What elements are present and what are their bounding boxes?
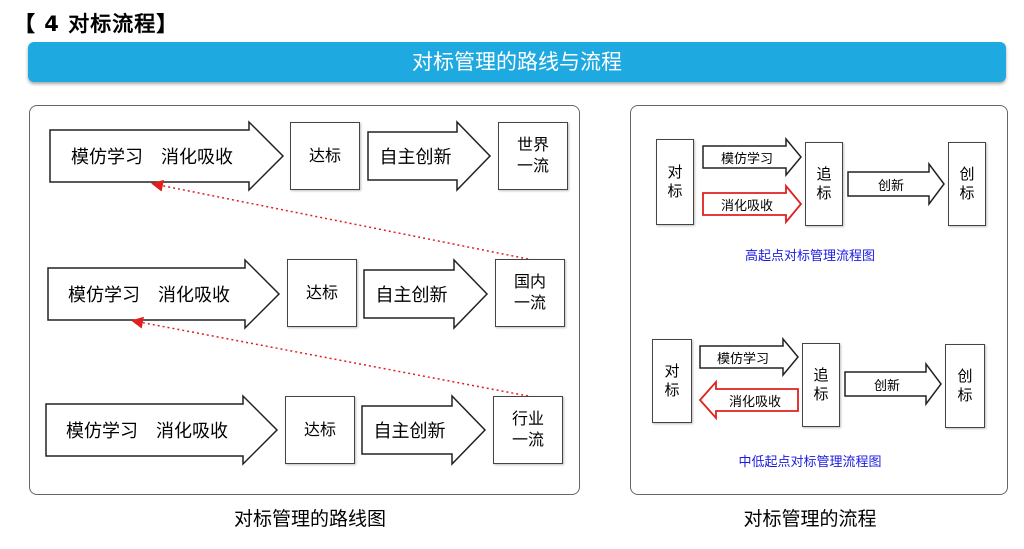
roadmap-row-2-level-line1: 国内	[513, 272, 546, 292]
roadmap-row-2-level-box: 国内 一流	[495, 259, 565, 327]
high-create-char1: 创	[959, 164, 975, 183]
high-arrow-innovate	[847, 161, 945, 207]
dotted-arrow-lower	[131, 316, 529, 397]
high-benchmark-char2: 标	[667, 182, 683, 200]
low-catchup-box: 追 标	[802, 343, 840, 427]
roadmap-row-1-level-line2: 一流	[516, 156, 549, 175]
roadmap-row-1-level-box: 世界 一流	[498, 122, 568, 190]
roadmap-row-2-standard-box: 达标	[287, 259, 357, 327]
low-arrow-learn	[699, 336, 799, 378]
roadmap-row-1-arrow-innovate	[367, 120, 492, 192]
low-benchmark-char2: 标	[664, 381, 680, 399]
high-catchup-box: 追 标	[805, 142, 843, 226]
high-arrow-digest	[702, 183, 803, 225]
roadmap-row-3-arrow-learn	[45, 394, 279, 466]
roadmap-row-1-level-line1: 世界	[516, 135, 549, 155]
roadmap-row-3-level-box: 行业 一流	[493, 396, 563, 464]
high-benchmark-char1: 对	[667, 162, 683, 181]
low-create-char2: 标	[957, 386, 973, 404]
roadmap-row-2-level-line2: 一流	[513, 293, 546, 312]
low-arrow-digest	[698, 379, 799, 421]
low-create-char1: 创	[957, 366, 973, 385]
roadmap-row-3-arrow-innovate	[361, 394, 487, 466]
roadmap-row-3-level-line2: 一流	[511, 430, 544, 449]
roadmap-row-2-arrow-innovate	[363, 258, 489, 330]
high-catchup-char1: 追	[816, 164, 832, 183]
high-benchmark-box: 对 标	[656, 139, 694, 225]
high-catchup-char2: 标	[816, 184, 832, 202]
roadmap-row-3-standard-box: 达标	[285, 396, 355, 464]
low-arrow-innovate	[844, 361, 942, 407]
high-create-char2: 标	[959, 184, 975, 202]
high-create-box: 创 标	[948, 142, 986, 226]
low-benchmark-box: 对 标	[652, 339, 692, 423]
roadmap-row-1-arrow-learn	[49, 120, 285, 192]
high-arrow-learn	[702, 136, 802, 178]
low-flow-caption: 中低起点对标管理流程图	[738, 455, 882, 470]
high-flow-caption: 高起点对标管理流程图	[744, 249, 875, 264]
low-benchmark-char1: 对	[664, 361, 680, 380]
banner-title: 对标管理的路线与流程	[28, 42, 1006, 82]
section-title: 【 4 对标流程】	[14, 12, 179, 36]
roadmap-row-3-level-line1: 行业	[511, 409, 544, 429]
dotted-arrow-upper	[151, 179, 529, 260]
low-catchup-char1: 追	[813, 365, 829, 384]
low-create-box: 创 标	[945, 344, 985, 428]
roadmap-row-2-arrow-learn	[47, 258, 281, 330]
roadmap-row-1-standard-box: 达标	[290, 122, 360, 190]
flow-caption: 对标管理的流程	[743, 508, 877, 530]
low-catchup-char2: 标	[813, 385, 829, 403]
roadmap-caption: 对标管理的路线图	[233, 508, 386, 530]
